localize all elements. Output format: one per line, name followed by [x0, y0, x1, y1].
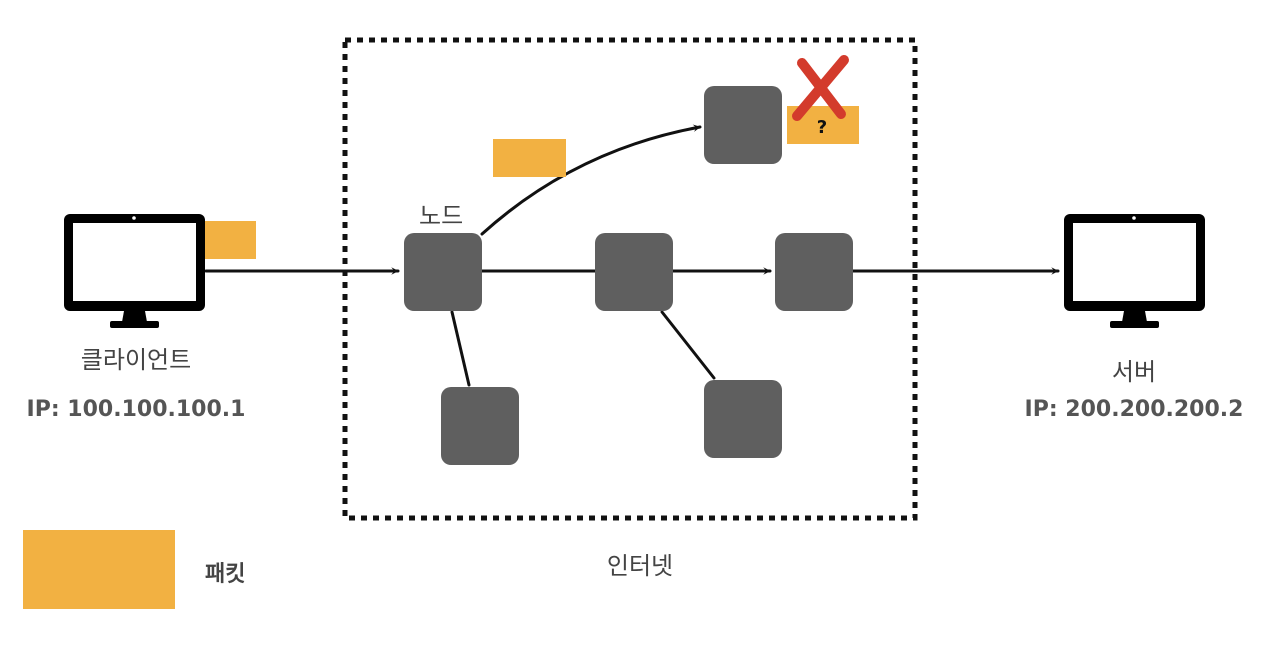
node-a-to-top-node-arrow: [480, 124, 702, 236]
node-bottom-right: [704, 380, 782, 458]
packet-in-transit: [493, 139, 566, 177]
node-a-to-bottom-node-line: [450, 310, 471, 387]
server-ip-label: IP: 200.200.200.2: [1024, 397, 1244, 422]
server-name-label: 서버: [1111, 358, 1157, 386]
internet-label: 인터넷: [606, 552, 674, 580]
node-bottom-left: [441, 387, 519, 465]
client-name-label: 클라이언트: [80, 346, 192, 374]
lost-x-mark-icon: [792, 55, 849, 121]
node-top: [704, 86, 782, 164]
client-monitor-icon: [64, 214, 205, 328]
legend-packet-label: 패킷: [205, 562, 246, 587]
server-monitor-icon: [1064, 214, 1205, 328]
node-b: [595, 233, 673, 311]
nodes: [404, 86, 853, 465]
node-c: [775, 233, 853, 311]
node-label: 노드: [419, 202, 464, 230]
lost-packet-mark: ?: [817, 117, 827, 138]
node-b-to-bottom-node-line: [660, 310, 716, 380]
client-ip-label: IP: 100.100.100.1: [26, 397, 246, 422]
node-a: [404, 233, 482, 311]
legend-packet-swatch: [23, 530, 175, 609]
internet-boundary: [342, 37, 918, 521]
connections: [204, 124, 1060, 387]
